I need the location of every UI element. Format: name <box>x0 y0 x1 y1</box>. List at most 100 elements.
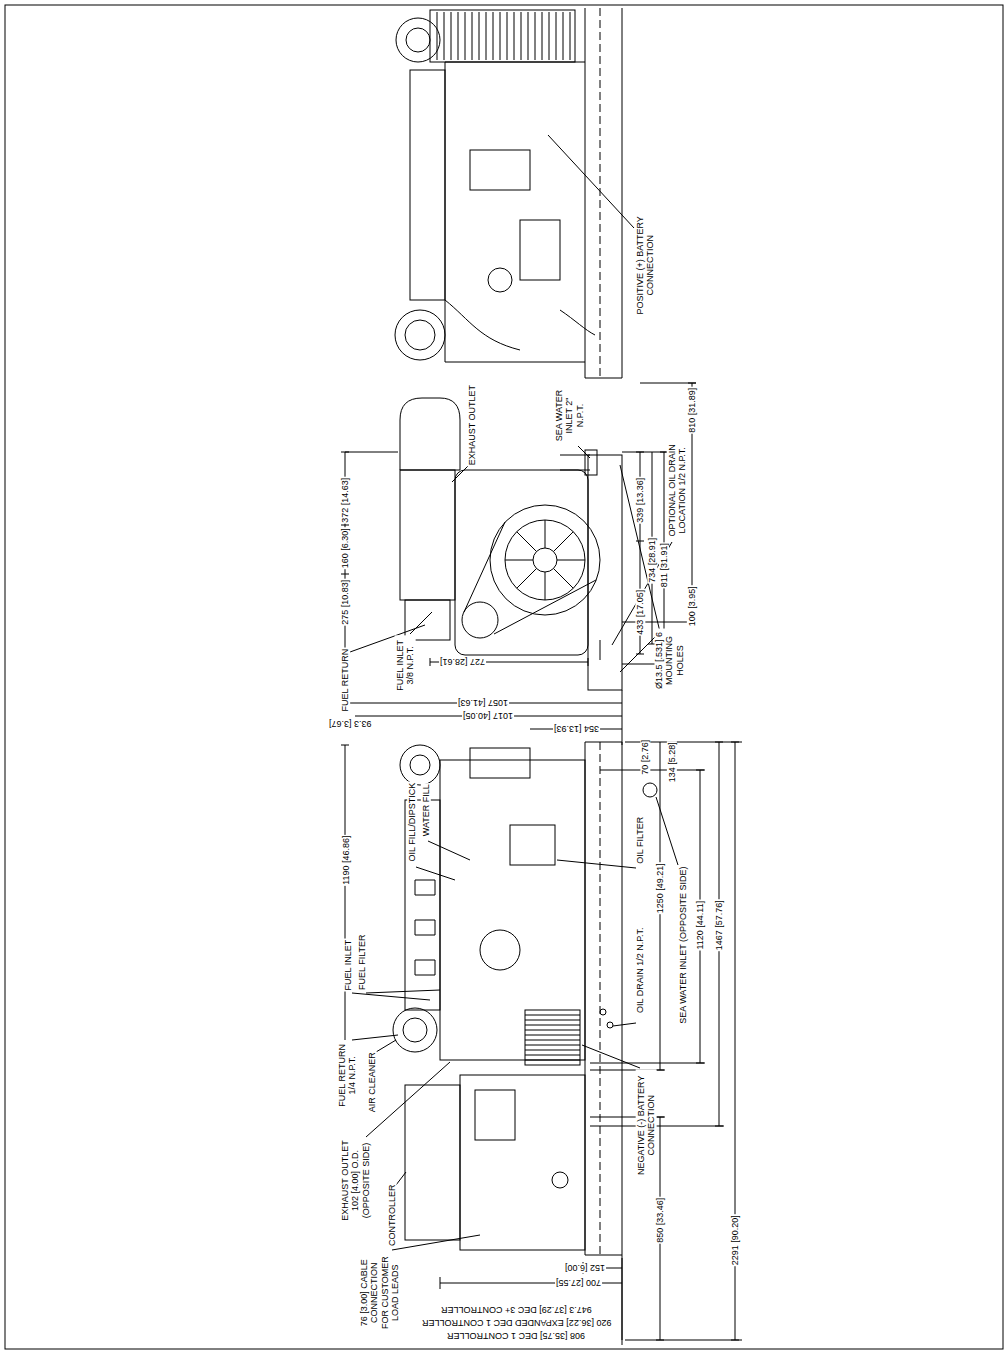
controller-housing <box>460 1075 585 1250</box>
dimension-label: 134 [5.28] <box>667 741 677 783</box>
engine-block <box>440 760 585 1060</box>
exhaust-manifold <box>400 745 440 785</box>
dimension-label: 339 [13.36] <box>635 477 645 524</box>
base-rail <box>585 8 622 378</box>
dimension-label: 1120 [44.11] <box>695 900 705 951</box>
callout-label: OIL FILTER <box>635 816 645 865</box>
grille-ribs <box>525 1015 580 1060</box>
base-rail <box>588 455 622 690</box>
base-rail <box>585 742 622 1340</box>
controller-switch <box>552 1172 568 1188</box>
callout-label: FUEL RETURN 1/4 N.P.T. <box>337 1042 358 1108</box>
injector <box>415 880 435 975</box>
dimension-label: 700 [27.55] <box>555 1278 602 1288</box>
dimension-line <box>341 742 739 1340</box>
base-hidden-line <box>600 8 601 378</box>
callout-label: FUEL FILTER <box>357 933 367 991</box>
engine-fitting <box>488 268 512 292</box>
dimension-label: 920 [36.22] EXPANDED DEC 1 CONTROLLER <box>421 1318 612 1328</box>
heat-exchanger <box>400 470 455 600</box>
dimension-label: 160 [6.30] <box>340 527 350 569</box>
engine-outline <box>455 470 588 655</box>
callout-label: POSITIVE (+) BATTERY CONNECTION <box>635 206 656 323</box>
dimension-label: 727 [28.61] <box>439 657 486 667</box>
fuel-pump <box>405 600 450 640</box>
dimension-label: 1467 [57.76] <box>714 899 724 951</box>
oil-filter <box>510 825 555 865</box>
generator-grille <box>525 1010 580 1065</box>
controller-box <box>405 1085 460 1240</box>
dimension-label: 810 [31.89] <box>687 387 697 434</box>
dimension-label: 908 [35.75] DEC 1 CONTROLLER <box>446 1331 586 1341</box>
exhaust-manifold-inner <box>410 755 430 775</box>
pulley-spokes <box>505 520 585 600</box>
callout-label: SEA WATER INLET 2" N.P.T. <box>554 386 585 444</box>
dimension-label: 372 [14.63] <box>340 477 350 524</box>
sheet-border <box>5 5 1003 1349</box>
leader-line <box>352 797 678 1250</box>
dimension-label: 433 [17.05] <box>635 589 645 636</box>
controller-panel <box>475 1090 515 1140</box>
callout-label: CONTROLLER <box>387 1183 397 1247</box>
dimension-line <box>338 690 622 745</box>
dimension-line <box>440 1258 622 1345</box>
turbocharger-inlet <box>406 28 430 52</box>
generator-grille <box>430 10 575 62</box>
oil-drain-plug <box>607 1022 613 1028</box>
dimension-label: 1250 [49.21] <box>655 862 665 914</box>
callout-label: FUEL INLET 3/8 N.P.T. <box>395 635 416 695</box>
callout-label: 76 [3.00] CABLE CONNECTION FOR CUSTOMER … <box>359 1251 400 1333</box>
dimension-label: 152 [6.00] <box>564 1263 606 1273</box>
drive-belt <box>464 522 596 634</box>
engine-block <box>445 62 585 362</box>
engine-bracket <box>520 220 560 280</box>
dimension-line <box>622 383 696 622</box>
callout-label: OIL DRAIN 1/2 N.P.T. <box>635 926 645 1014</box>
dimension-label: 1017 [40.05] <box>462 711 514 721</box>
dimension-label: 1057 [41.63] <box>457 698 509 708</box>
crank-pulley-hub <box>533 548 557 572</box>
crank-pulley <box>490 505 600 615</box>
sea-water-inlet-symbol <box>643 783 657 797</box>
dimension-label: 275 [10.83] <box>340 579 350 626</box>
starter-motor <box>480 930 520 970</box>
exhaust-elbow <box>395 310 445 360</box>
exhaust-elbow-inner <box>405 320 435 350</box>
dimension-label: 100 [3.95] <box>687 585 697 627</box>
callout-label: EXHAUST OUTLET 102 [4.00] O.D. (OPPOSITE… <box>340 1138 371 1222</box>
oil-drain-plug <box>600 1009 606 1015</box>
dimension-label: 354 [13.93] <box>553 724 600 734</box>
dimension-label: 734 [28.91] <box>647 537 657 584</box>
alternator-pulley <box>462 602 498 638</box>
callout-label: WATER FILL <box>421 783 431 837</box>
dimension-label: 93.3 [3.67] <box>328 719 373 729</box>
callout-label: Ø13.5 [.531] 6 MOUNTING HOLES <box>654 628 685 692</box>
base-hidden-line <box>600 742 601 1255</box>
crank-pulley-inner <box>505 520 585 600</box>
callout-label: OIL FILL/DIPSTICK <box>407 782 417 863</box>
callout-label: SEA WATER INLET (OPPOSITE SIDE) <box>677 865 687 1024</box>
hose-and-cable <box>445 300 595 350</box>
dimension-label: 70 [2.76] <box>640 739 650 776</box>
air-cleaner-inner <box>403 1018 427 1042</box>
exhaust-elbow <box>470 748 530 778</box>
callout-label: OPTIONAL OIL DRAIN LOCATION 1/2 N.P.T. <box>667 439 688 541</box>
valve-cover <box>410 70 445 300</box>
sea-water-inlet <box>585 450 597 475</box>
dimension-label: 1190 [46.86] <box>340 834 350 885</box>
air-cleaner <box>393 1008 437 1052</box>
oil-drain-tube <box>600 640 601 660</box>
dimension-label: 947.3 [37.29] DEC 3+ CONTROLLER <box>440 1305 593 1315</box>
callout-label: FUEL INLET <box>343 939 353 992</box>
callout-label: EXHAUST OUTLET <box>467 384 477 466</box>
callout-label: FUEL RETURN <box>340 648 350 713</box>
dimension-label: 2291 [90.20] <box>730 1214 740 1266</box>
callout-label: AIR CLEANER <box>367 1051 377 1113</box>
dimension-label: 811 [31.91] <box>659 542 669 588</box>
callout-label: NEGATIVE (-) BATTERY CONNECTION <box>636 1069 657 1181</box>
dimension-label: 850 [33.46] <box>655 1197 665 1244</box>
turbocharger <box>396 18 440 62</box>
exhaust-outlet-elbow <box>400 398 460 470</box>
